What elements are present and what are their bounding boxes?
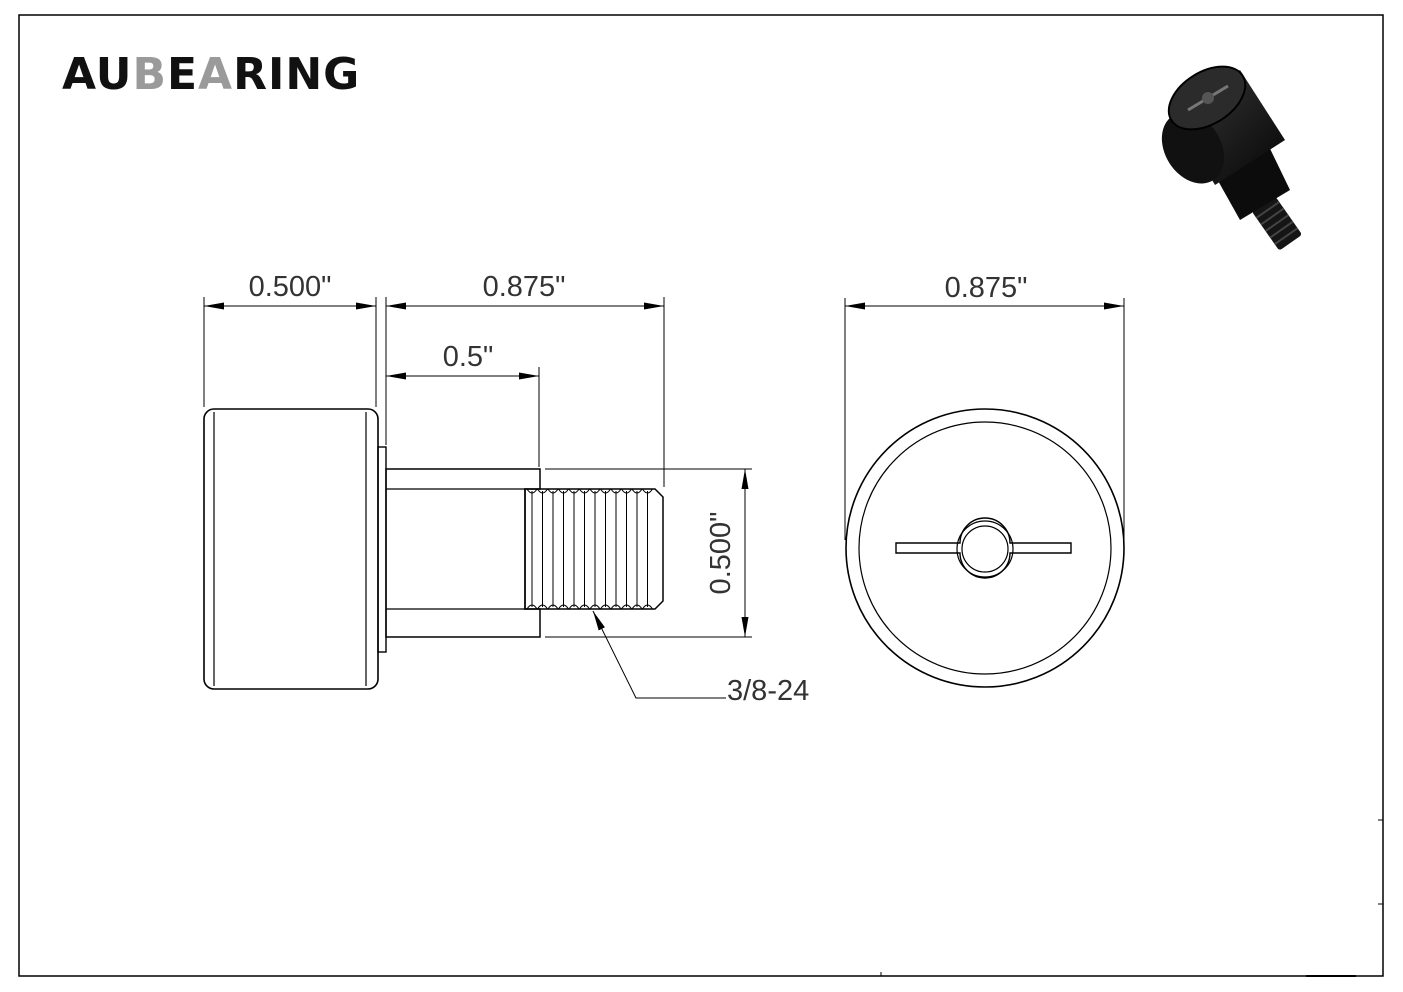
- side-view: [203, 408, 664, 690]
- thread-crest: [631, 488, 643, 610]
- thread-crest: [579, 488, 590, 610]
- thread-lines: [526, 488, 653, 610]
- end-view-dimensions: 0.875": [844, 272, 1125, 540]
- dim-thread-length: 0.5": [443, 341, 494, 373]
- thread-crest: [621, 488, 632, 610]
- thread-crest: [568, 488, 580, 610]
- thread-crest: [642, 488, 653, 610]
- thread-crest: [558, 488, 569, 610]
- side-view-dimensions: 0.500" 0.875" 0.5" 0.500" 3/8-24: [203, 271, 809, 707]
- dim-stud-length: 0.875": [483, 271, 566, 303]
- thread-crest: [610, 488, 622, 610]
- dim-stud-diameter: 0.500": [705, 512, 737, 595]
- dim-outer-diameter: 0.875": [945, 272, 1028, 304]
- cam-follower-3d-icon: [1161, 65, 1302, 250]
- dim-thread-spec: 3/8-24: [727, 675, 809, 707]
- brand-part-3: E: [167, 49, 198, 100]
- brand-part-2: B: [132, 49, 167, 100]
- thread-crest: [600, 488, 611, 610]
- drawing-frame: [18, 14, 1384, 977]
- thread-crest: [537, 488, 548, 610]
- end-view: [845, 408, 1125, 688]
- thread-crest: [526, 488, 538, 610]
- brand-logo: AUBEARING: [62, 49, 360, 100]
- thread-crest: [547, 488, 559, 610]
- thread-crest: [589, 488, 601, 610]
- brand-part-4: A: [198, 49, 233, 100]
- brand-part-1: AU: [62, 49, 132, 100]
- dim-head-width: 0.500": [249, 271, 332, 303]
- brand-part-5: RING: [233, 49, 360, 100]
